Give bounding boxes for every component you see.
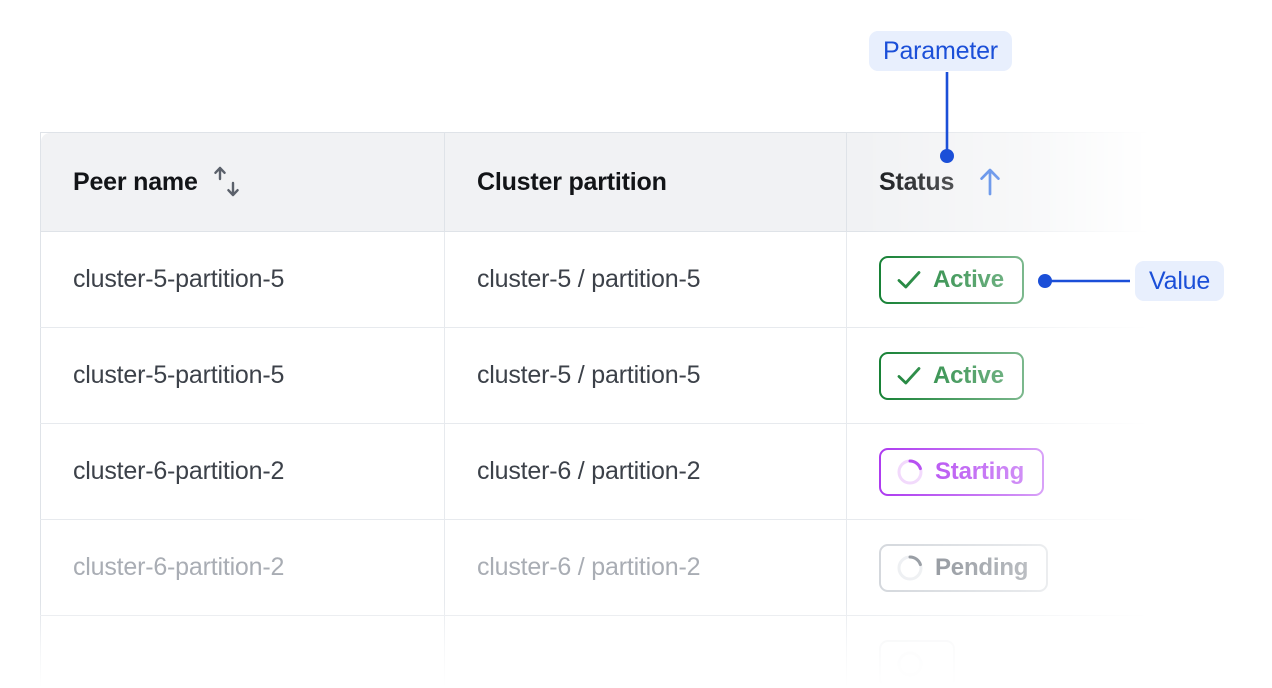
spinner-icon xyxy=(896,458,924,486)
cell-cluster-partition xyxy=(444,615,847,688)
sort-updown-icon[interactable] xyxy=(212,165,242,199)
status-badge: Starting xyxy=(879,447,1045,496)
status-badge-label: Active xyxy=(933,265,1004,293)
peers-table-container: Peer name Cluster partition xyxy=(40,132,1200,688)
cell-peer-name: cluster-6-partition-2 xyxy=(40,423,445,520)
cell-cluster-partition: cluster-5 / partition-5 xyxy=(444,327,847,424)
column-header-cluster-partition-label: Cluster partition xyxy=(477,167,667,196)
cell-status xyxy=(846,615,1200,688)
table-row[interactable]: cluster-5-partition-5 cluster-5 / partit… xyxy=(40,327,1200,424)
cell-peer-name xyxy=(40,615,445,688)
annotation-badge-value: Value xyxy=(1135,261,1225,301)
cell-cluster-partition: cluster-5 / partition-5 xyxy=(444,231,847,328)
status-badge: Active xyxy=(879,351,1024,400)
table-row[interactable] xyxy=(40,615,1200,688)
arrow-up-icon[interactable] xyxy=(976,166,1004,198)
table-row[interactable]: cluster-6-partition-2 cluster-6 / partit… xyxy=(40,519,1200,616)
table-row[interactable]: cluster-5-partition-5 cluster-5 / partit… xyxy=(40,231,1200,328)
status-badge: Pending xyxy=(879,543,1049,592)
table-body: cluster-5-partition-5 cluster-5 / partit… xyxy=(40,231,1200,688)
cell-peer-name: cluster-5-partition-5 xyxy=(40,327,445,424)
status-badge-label: Starting xyxy=(935,457,1025,485)
status-badge-label: Pending xyxy=(935,553,1029,581)
status-badge xyxy=(879,639,955,688)
column-header-peer-name[interactable]: Peer name xyxy=(40,132,445,232)
cell-status: Pending xyxy=(846,519,1200,616)
cell-status: Starting xyxy=(846,423,1200,520)
status-badge-label: Active xyxy=(933,361,1004,389)
spinner-icon xyxy=(896,554,924,582)
cell-status: Active xyxy=(846,327,1200,424)
column-header-status[interactable]: Status xyxy=(846,132,1200,232)
peers-table: Peer name Cluster partition xyxy=(40,132,1200,688)
column-header-peer-name-label: Peer name xyxy=(73,167,198,196)
status-badge: Active xyxy=(879,255,1024,304)
cell-peer-name: cluster-5-partition-5 xyxy=(40,231,445,328)
table-row[interactable]: cluster-6-partition-2 cluster-6 / partit… xyxy=(40,423,1200,520)
table-header: Peer name Cluster partition xyxy=(40,132,1200,232)
annotation-badge-parameter: Parameter xyxy=(869,31,1012,71)
column-header-status-label: Status xyxy=(879,167,955,196)
table-header-row: Peer name Cluster partition xyxy=(40,132,1200,232)
spinner-icon xyxy=(896,650,924,678)
column-header-cluster-partition[interactable]: Cluster partition xyxy=(444,132,847,232)
check-icon xyxy=(896,269,922,291)
check-icon xyxy=(896,365,922,387)
cell-cluster-partition: cluster-6 / partition-2 xyxy=(444,423,847,520)
cell-cluster-partition: cluster-6 / partition-2 xyxy=(444,519,847,616)
cell-peer-name: cluster-6-partition-2 xyxy=(40,519,445,616)
